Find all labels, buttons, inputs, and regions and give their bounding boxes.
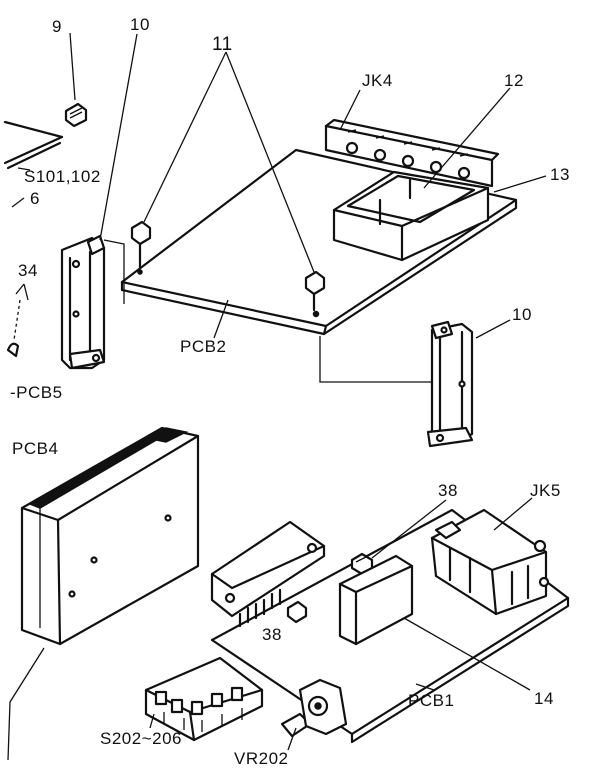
leader-10a [99,33,138,241]
leader-jk5 [493,497,533,531]
switch-bank-s202-206 [144,656,264,742]
label-38-upper: 38 [438,481,458,500]
leader-14 [403,617,531,691]
label-s202-206: S202~206 [100,729,182,748]
leader-vr202 [287,727,297,751]
leader-s202 [149,713,155,729]
label-11: 11 [212,34,233,55]
label-6: 6 [30,189,40,208]
pcb5-dashed-guide [13,299,21,341]
bracket-10-right [426,320,474,448]
label-14: 14 [534,689,554,708]
pcb4-lower-guide [7,647,45,761]
label-34: 34 [18,261,38,280]
label-pcb2: PCB2 [180,337,226,356]
label-10-right: 10 [512,305,532,324]
leader-6 [11,197,25,208]
shield-box-12-13 [332,170,490,262]
leader-13 [493,175,547,193]
label-13: 13 [550,165,570,184]
label-jk4: JK4 [362,71,393,90]
bracket-10-left [60,234,106,370]
leader-12 [423,87,511,189]
screw-9 [64,102,88,128]
leader-pcb1 [415,683,435,691]
leader-9 [69,32,76,101]
label-vr202: VR202 [234,749,288,768]
screw-11-left [130,220,152,275]
vr202-potentiometer [280,678,348,738]
leader-pcb2 [213,299,229,339]
leader-34 [15,283,29,301]
label-s101-102: S101,102 [24,167,101,186]
label-10-left: 10 [130,15,150,34]
leader-10b [475,319,511,339]
label-pcb5: -PCB5 [10,383,63,402]
screw-11-right [304,270,326,318]
pcb2-edge-guide [103,239,125,304]
jk5-connector [430,508,550,616]
leader-38a [371,499,447,559]
label-pcb1: PCB1 [408,691,454,710]
label-pcb4: PCB4 [12,439,58,458]
clip-34 [6,342,20,358]
label-jk5: JK5 [530,481,561,500]
heatsink-14 [338,554,414,646]
power-ic [210,520,326,628]
jk4-jack-strip [324,118,500,188]
screw-38-lower [286,600,308,624]
leader-11 [143,51,315,273]
label-9: 9 [52,17,62,36]
s101-board-fragment [3,120,64,170]
leader-s101 [17,167,31,171]
pcb4-panel [20,426,200,646]
leader-jk4 [339,89,361,131]
label-12: 12 [504,71,524,90]
label-38-lower: 38 [262,625,282,644]
alignment-guide [319,336,436,383]
